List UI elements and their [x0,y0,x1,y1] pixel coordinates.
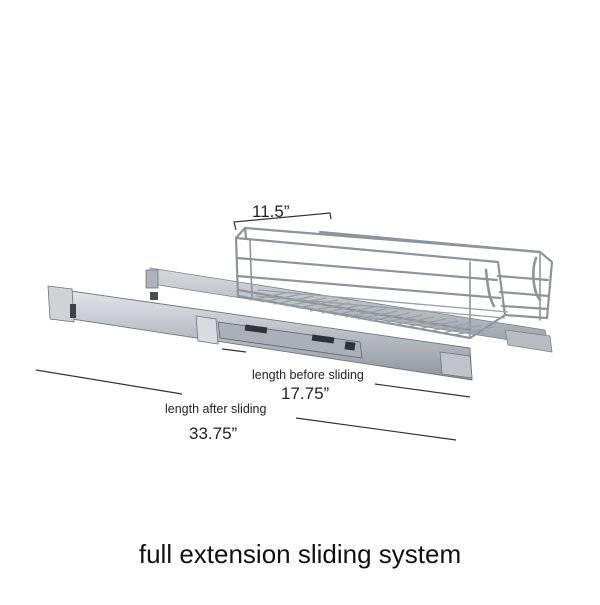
after-sliding-line-left [35,369,183,395]
caption: full extension sliding system [138,539,462,569]
before-sliding-line-left [221,348,247,353]
length-after-sliding-value: 33.75” [189,424,238,443]
length-after-sliding-label: length after sliding [165,402,267,416]
width-dimension-line [233,212,332,231]
length-before-sliding-label: length before sliding [252,368,364,382]
wire-basket [234,226,554,340]
before-sliding-line-right [374,383,471,398]
basket-floor [249,289,509,336]
length-before-sliding-value: 17.75” [281,384,330,403]
width-dimension-label: 11.5” [252,202,290,221]
dimension-lines [35,212,471,441]
front-slide-rail [47,285,473,381]
after-sliding-line-right [295,417,457,441]
